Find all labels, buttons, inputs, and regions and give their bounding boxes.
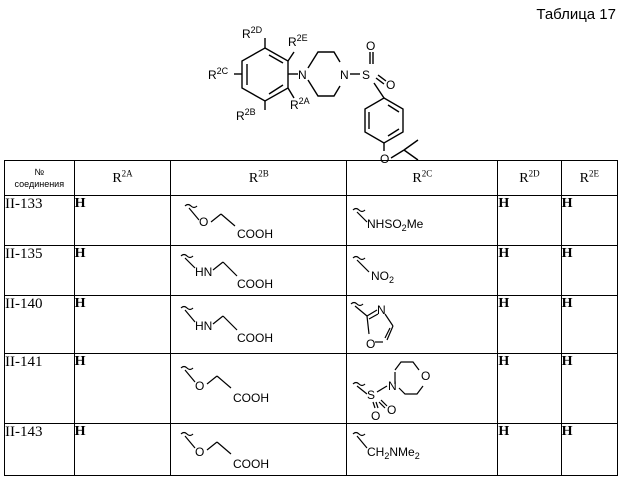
table-row: II-140 H HN COOH	[5, 296, 618, 354]
r2e-value: H	[561, 196, 617, 246]
table-row: II-135 H HN COOH NO2 H	[5, 246, 618, 296]
compound-id: II-143	[5, 424, 75, 476]
svg-text:O: O	[371, 409, 380, 422]
svg-text:COOH: COOH	[233, 457, 269, 471]
phenyl-ring	[242, 48, 288, 101]
compound-id: II-141	[5, 354, 75, 424]
r2d-value: H	[498, 246, 561, 296]
table-row: II-133 H O COOH NHSO2Me H	[5, 196, 618, 246]
header-r2e: R2E	[561, 161, 617, 196]
svg-text:R2B: R2B	[236, 107, 256, 123]
header-row: № соединения R2A R2B R2C R2D R2E	[5, 161, 618, 196]
r2a-value: H	[74, 296, 171, 354]
r2d-value: H	[498, 196, 561, 246]
svg-text:HN: HN	[195, 265, 212, 279]
compound-id: II-133	[5, 196, 75, 246]
svg-text:NO2: NO2	[371, 269, 394, 285]
r2d-value: H	[498, 354, 561, 424]
svg-text:O: O	[386, 78, 395, 92]
r2c-structure: N O	[347, 296, 498, 354]
r2e-value: H	[561, 296, 617, 354]
r2b-structure: HN COOH	[171, 296, 347, 354]
r2b-structure: O COOH	[171, 196, 347, 246]
r2a-value: H	[74, 424, 171, 476]
svg-text:O: O	[195, 379, 204, 393]
r2e-value: H	[561, 424, 617, 476]
svg-text:O: O	[195, 445, 204, 459]
r2b-structure: O COOH	[171, 354, 347, 424]
svg-text:R2D: R2D	[242, 25, 263, 41]
piperazine-ring	[308, 52, 340, 68]
benzene-ring	[365, 98, 403, 143]
svg-text:R2A: R2A	[290, 96, 310, 112]
table-row: II-141 H O COOH	[5, 354, 618, 424]
header-r2c: R2C	[347, 161, 498, 196]
r2c-structure: CH2NMe2	[347, 424, 498, 476]
svg-text:N: N	[340, 68, 349, 82]
svg-text:COOH: COOH	[237, 331, 273, 345]
r2c-structure: NO2	[347, 246, 498, 296]
svg-text:O: O	[421, 369, 430, 383]
r2d-value: H	[498, 296, 561, 354]
svg-text:HN: HN	[195, 319, 212, 333]
svg-text:N: N	[377, 303, 386, 317]
r2e-value: H	[561, 354, 617, 424]
svg-text:S: S	[367, 388, 375, 402]
r2a-value: H	[74, 246, 171, 296]
r2e-value: H	[561, 246, 617, 296]
svg-text:COOH: COOH	[233, 391, 269, 405]
svg-text:O: O	[366, 39, 375, 53]
table-row: II-143 H O COOH CH2NMe2 H	[5, 424, 618, 476]
header-r2b: R2B	[171, 161, 347, 196]
r2c-structure: NHSO2Me	[347, 196, 498, 246]
svg-text:S: S	[362, 68, 370, 82]
core-structure-diagram: R2D R2E R2C R2B R2A N N S O O O	[190, 18, 510, 168]
header-r2d: R2D	[498, 161, 561, 196]
svg-text:O: O	[387, 403, 396, 417]
svg-text:COOH: COOH	[237, 227, 273, 241]
svg-text:CH2NMe2: CH2NMe2	[367, 445, 420, 461]
compound-table: № соединения R2A R2B R2C R2D R2E II-133 …	[4, 160, 618, 476]
svg-text:N: N	[298, 68, 307, 82]
r2d-value: H	[498, 424, 561, 476]
r2b-structure: HN COOH	[171, 246, 347, 296]
r2b-structure: O COOH	[171, 424, 347, 476]
header-compound-number: № соединения	[5, 161, 75, 196]
table-caption: Таблица 17	[536, 6, 616, 23]
svg-text:R2C: R2C	[208, 66, 229, 82]
svg-text:R2E: R2E	[288, 33, 308, 49]
svg-text:O: O	[366, 337, 375, 351]
svg-text:N: N	[388, 379, 397, 393]
r2a-value: H	[74, 196, 171, 246]
r2a-value: H	[74, 354, 171, 424]
svg-text:NHSO2Me: NHSO2Me	[367, 217, 424, 233]
header-r2a: R2A	[74, 161, 171, 196]
compound-id: II-135	[5, 246, 75, 296]
r2c-structure: S N O O O	[347, 354, 498, 424]
svg-text:COOH: COOH	[237, 277, 273, 291]
compound-id: II-140	[5, 296, 75, 354]
svg-text:O: O	[199, 215, 208, 229]
